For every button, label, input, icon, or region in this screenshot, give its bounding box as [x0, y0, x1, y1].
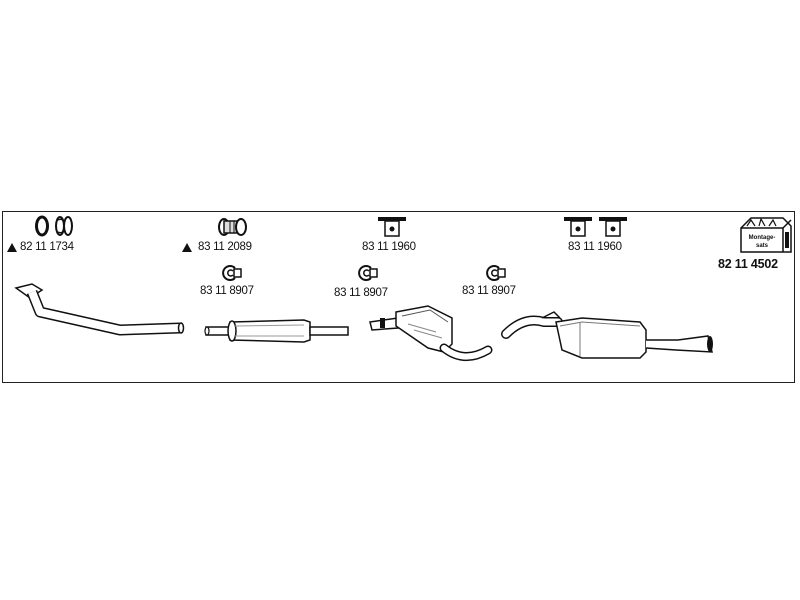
front-pipe-icon [14, 283, 185, 336]
connector-part-number: 83 11 2089 [198, 241, 252, 253]
clamp-icon [222, 265, 242, 281]
warning-triangle-icon [7, 243, 17, 252]
mounting-kit-icon: Montage- sats [740, 217, 792, 253]
middle-silencer-icon [204, 319, 349, 343]
kit-part-number: 82 11 4502 [718, 257, 778, 271]
rubber-hanger-icon [564, 217, 592, 237]
clamp-icon [486, 265, 506, 281]
rubber-hanger-icon [378, 217, 406, 237]
clamp-part-number: 83 11 8907 [462, 285, 516, 297]
center-silencer-icon [369, 305, 493, 361]
pipe-connector-icon [218, 218, 247, 236]
rubber-hanger-icon [599, 217, 627, 237]
rear-silencer-icon [501, 311, 713, 359]
hanger-part-number: 83 11 1960 [362, 241, 416, 253]
exhaust-diagram-frame [2, 211, 795, 383]
gasket-icon [35, 215, 73, 237]
clamp-part-number: 83 11 8907 [200, 285, 254, 297]
kit-box-text: Montage- [749, 235, 776, 241]
gasket-part-number: 82 11 1734 [20, 241, 74, 253]
hanger-part-number: 83 11 1960 [568, 241, 622, 253]
clamp-icon [358, 265, 378, 281]
kit-box-text: sats [756, 243, 769, 249]
warning-triangle-icon [182, 243, 192, 252]
clamp-part-number: 83 11 8907 [334, 287, 388, 299]
